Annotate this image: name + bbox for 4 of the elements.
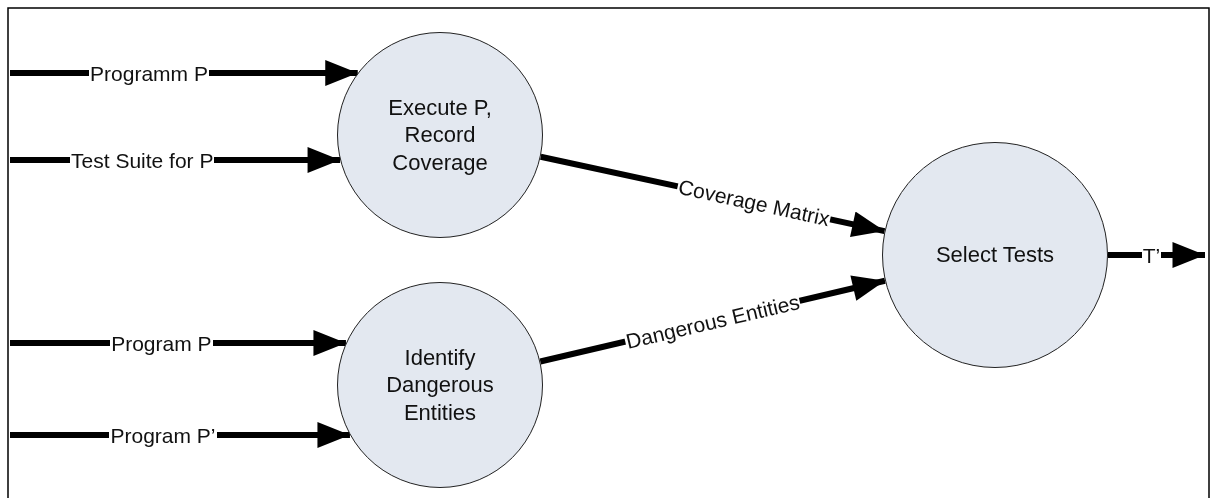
arrow xyxy=(1108,242,1205,268)
process-label: Identify Dangerous Entities xyxy=(385,343,495,427)
process-label: Execute P, Record Coverage xyxy=(387,93,493,177)
process-label: Select Tests xyxy=(934,241,1056,269)
